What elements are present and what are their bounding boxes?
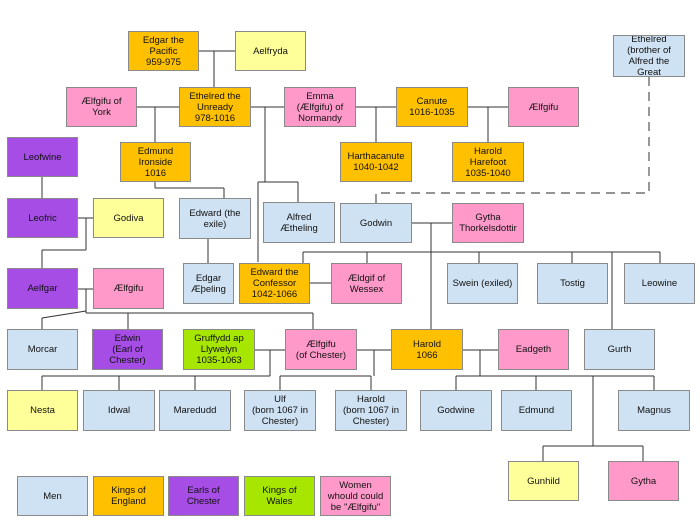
person-eadgeth: Eadgeth [498, 329, 569, 370]
person-harold-born-1067: Harold (born 1067 in Chester) [335, 390, 407, 431]
person-aelfgifu-of-chester: Ælfgifu (of Chester) [285, 329, 357, 370]
person-godwine: Godwine [420, 390, 492, 431]
person-tostig: Tostig [537, 263, 608, 304]
legend-earls-of-chester: Earls of Chester [168, 476, 239, 516]
person-godwin: Godwin [340, 203, 412, 243]
person-canute: Canute 1016-1035 [396, 87, 468, 127]
person-swein-exiled: Swein (exiled) [447, 263, 518, 304]
person-idwal: Idwal [83, 390, 155, 431]
person-morcar: Morcar [7, 329, 78, 370]
connector [41, 310, 87, 319]
person-gytha: Gytha [608, 461, 679, 501]
person-gytha-thorkelsdottir: Gytha Thorkelsdottir [452, 203, 524, 243]
person-edgar-aetheling: Edgar Æþeling [183, 263, 234, 304]
person-ulf: Ulf (born 1067 in Chester) [244, 390, 316, 431]
person-edmund-ironside: Edmund Ironside 1016 [120, 142, 191, 182]
person-edgar-the-pacific: Edgar the Pacific 959-975 [128, 31, 199, 71]
person-harold-harefoot: Harold Harefoot 1035-1040 [452, 142, 524, 182]
person-aelfgar: Aelfgar [7, 268, 78, 309]
person-harthacanute: Harthacanute 1040-1042 [340, 142, 412, 182]
person-leowine: Leowine [624, 263, 695, 304]
person-nesta: Nesta [7, 390, 78, 431]
person-ethelred-brother-of-alfred: Ethelred (brother of Alfred the Great [613, 35, 685, 77]
person-ethelred-the-unready: Ethelred the Unready 978-1016 [179, 87, 251, 127]
person-edmund: Edmund [501, 390, 572, 431]
person-edward-the-exile: Edward (the exile) [179, 198, 251, 239]
person-magnus: Magnus [618, 390, 690, 431]
person-aelfgifu-wife-of-aelfgar: Ælfgifu [93, 268, 164, 309]
person-emma-of-normandy: Emma (Ælfgifu) of Normandy [284, 87, 356, 127]
person-gurth: Gurth [584, 329, 655, 370]
person-leofric: Leofric [7, 198, 78, 238]
person-leofwine: Leofwine [7, 137, 78, 177]
legend-men: Men [17, 476, 88, 516]
person-edward-the-confessor: Edward the Confessor 1042-1066 [239, 263, 310, 304]
legend-kings-of-wales: Kings of Wales [244, 476, 315, 516]
person-aeldgif-of-wessex: Ældgif of Wessex [331, 263, 402, 304]
person-edwin-earl-of-chester: Edwin (Earl of Chester) [92, 329, 163, 370]
person-maredudd: Maredudd [159, 390, 231, 431]
person-aelfgifu-of-york: Ælfgifu of York [66, 87, 137, 127]
person-harold-1066: Harold 1066 [391, 329, 463, 370]
person-alfred-aetheling: Alfred Ætheling [263, 202, 335, 243]
uncertain-descent-line [375, 77, 650, 203]
person-gruffydd-ap-llywelyn: Gruffydd ap Llywelyn 1035-1063 [183, 329, 255, 370]
person-aelfryda: Aelfryda [235, 31, 306, 71]
person-godiva: Godiva [93, 198, 164, 238]
legend-women-aelfgifu: Women whould could be "Ælfgifu" [320, 476, 391, 516]
person-aelfgifu-of-canute: Ælfgifu [508, 87, 579, 127]
person-gunhild: Gunhild [508, 461, 579, 501]
legend-kings-of-england: Kings of England [93, 476, 164, 516]
